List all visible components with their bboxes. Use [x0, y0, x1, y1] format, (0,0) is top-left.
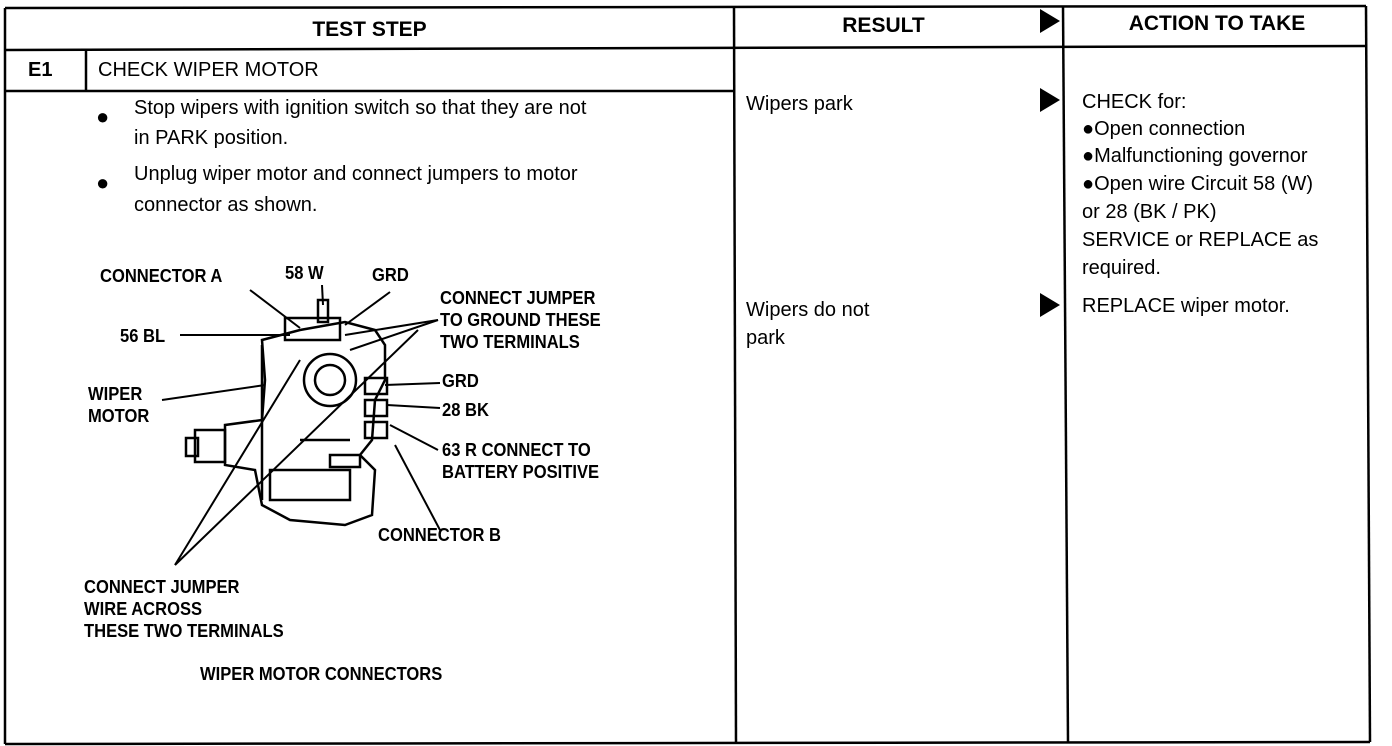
label-connector-a: CONNECTOR A: [100, 266, 223, 286]
action-1-line-5: or 28 (BK / PK): [1082, 201, 1217, 223]
label-58w: 58 W: [285, 263, 324, 283]
bullet-1-line-1: Stop wipers with ignition switch so that…: [134, 97, 587, 119]
label-jumper-across-3: THESE TWO TERMINALS: [84, 621, 284, 641]
label-wiper-motor-2: MOTOR: [88, 406, 150, 426]
arrow-icon-row2: [1040, 293, 1060, 317]
header-result: RESULT: [842, 14, 925, 37]
diagram-caption: WIPER MOTOR CONNECTORS: [200, 664, 443, 684]
step-title: CHECK WIPER MOTOR: [98, 59, 319, 81]
label-jumper-ground-1: CONNECT JUMPER: [440, 288, 596, 308]
label-jumper-ground-3: TWO TERMINALS: [440, 332, 580, 352]
label-jumper-across-2: WIRE ACROSS: [84, 599, 203, 619]
bullet-1-line-2: in PARK position.: [134, 127, 289, 149]
label-63r-1: 63 R CONNECT TO: [442, 440, 591, 460]
label-wiper-motor-1: WIPER: [88, 384, 143, 404]
header-test-step: TEST STEP: [312, 18, 427, 41]
bullet-2-line-2: connector as shown.: [134, 194, 318, 216]
action-2: REPLACE wiper motor.: [1082, 295, 1290, 317]
arrow-icons: [1040, 9, 1060, 317]
action-1-line-2: ●Open connection: [1082, 118, 1246, 140]
result-1: Wipers park: [746, 93, 853, 115]
label-jumper-ground-2: TO GROUND THESE: [440, 310, 601, 330]
action-1-line-7: required.: [1082, 257, 1161, 279]
label-63r-2: BATTERY POSITIVE: [442, 462, 600, 482]
action-1-line-1: CHECK for:: [1082, 91, 1187, 113]
arrow-icon-row1: [1040, 88, 1060, 112]
action-1-line-3: ●Malfunctioning governor: [1082, 145, 1308, 167]
bullet-icon: ●: [96, 170, 110, 195]
label-jumper-across-1: CONNECT JUMPER: [84, 577, 240, 597]
label-28bk: 28 BK: [442, 400, 489, 420]
header-action: ACTION TO TAKE: [1128, 12, 1306, 35]
label-grd-top: GRD: [372, 265, 409, 285]
bullet-icon: ●: [96, 104, 110, 129]
bullet-2-line-1: Unplug wiper motor and connect jumpers t…: [134, 163, 578, 185]
label-grd-mid: GRD: [442, 371, 479, 391]
step-id: E1: [28, 59, 53, 81]
action-1-line-6: SERVICE or REPLACE as: [1082, 229, 1319, 251]
label-56bl: 56 BL: [120, 326, 166, 346]
result-2-line-2: park: [746, 327, 785, 349]
result-2-line-1: Wipers do not: [746, 299, 870, 321]
action-1-line-4: ●Open wire Circuit 58 (W): [1082, 173, 1314, 195]
label-connector-b: CONNECTOR B: [378, 525, 501, 545]
arrow-icon-header: [1040, 9, 1060, 33]
